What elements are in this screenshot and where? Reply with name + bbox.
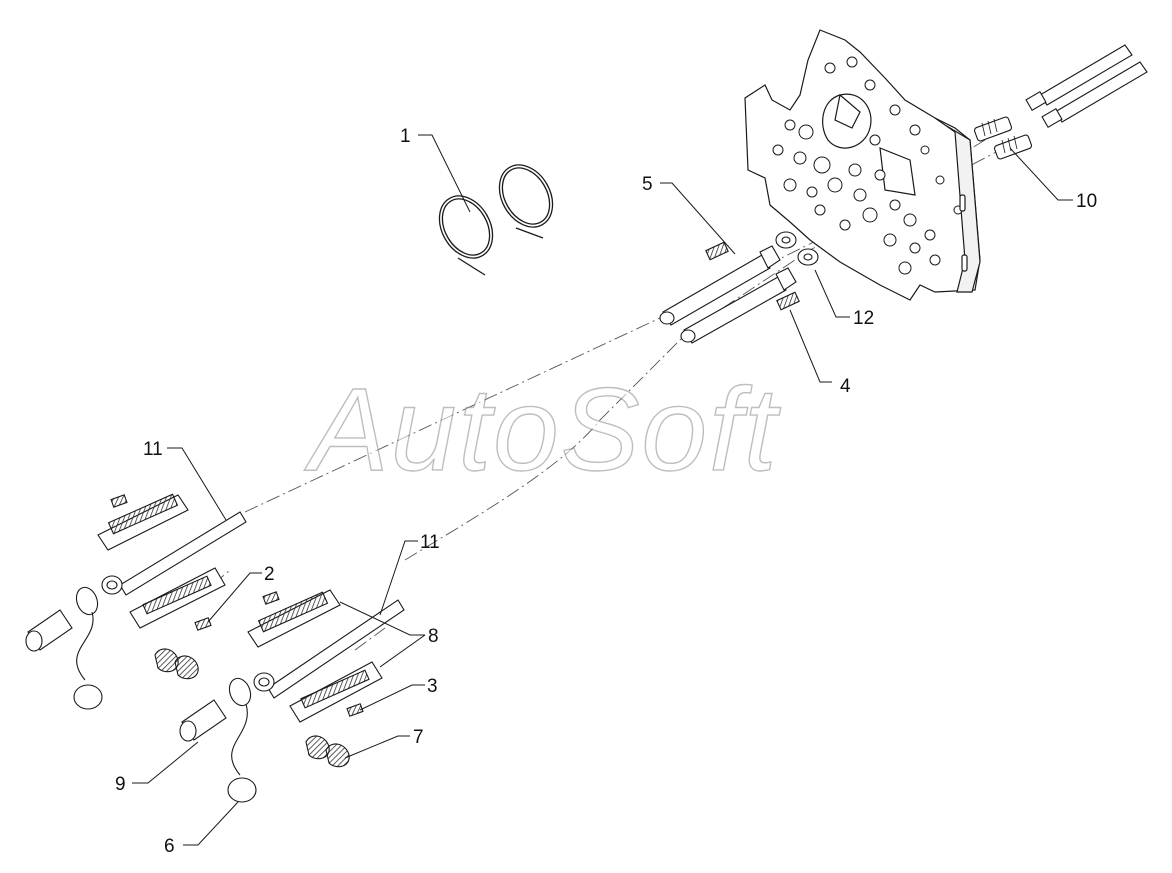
callout-7: 7	[413, 727, 424, 748]
callout-10: 10	[1076, 191, 1097, 212]
callout-9: 9	[115, 774, 126, 795]
callout-11-right: 11	[420, 532, 440, 553]
callout-3: 3	[427, 676, 438, 697]
watermark-text: AutoSoft	[304, 364, 781, 496]
part-12-washers	[775, 231, 819, 266]
parts-4-5-tubes	[659, 241, 800, 344]
part-10-pipes	[973, 44, 1148, 160]
mounting-plate	[744, 29, 981, 301]
callout-11-left: 11	[143, 439, 163, 460]
callout-4: 4	[840, 376, 851, 397]
callout-labels: 1 2 3 4 5 6 7 8 9 10 11 11 12	[115, 126, 1097, 857]
callout-6: 6	[164, 836, 175, 857]
callout-12: 12	[853, 308, 874, 329]
part-1-clamp-rings	[438, 164, 554, 276]
callout-leader-lines	[132, 134, 1073, 846]
callout-8: 8	[428, 626, 439, 647]
callout-2: 2	[264, 564, 275, 585]
callout-1: 1	[400, 126, 411, 147]
right-coupling-assembly-lower	[179, 589, 405, 803]
left-coupling-assembly-upper	[25, 493, 247, 710]
callout-5: 5	[642, 174, 653, 195]
